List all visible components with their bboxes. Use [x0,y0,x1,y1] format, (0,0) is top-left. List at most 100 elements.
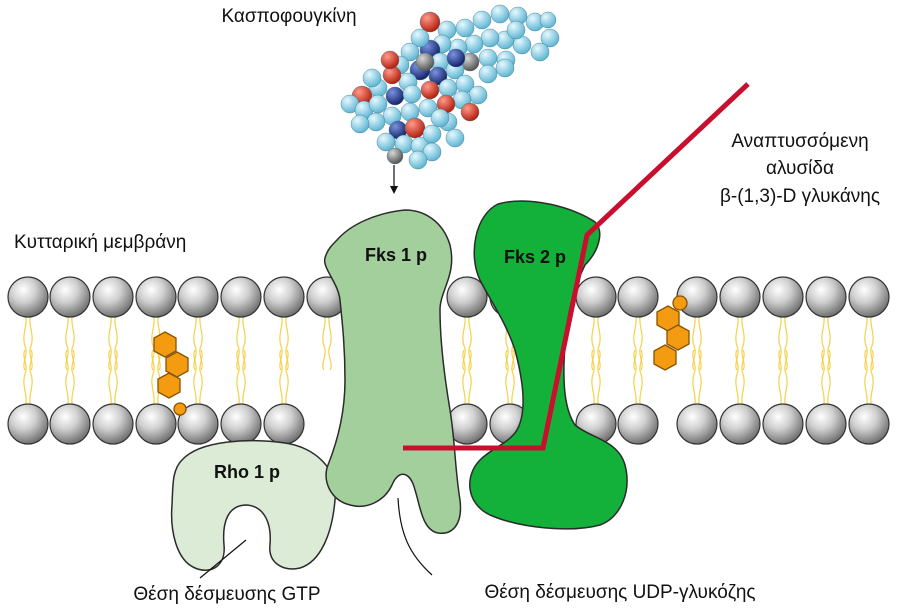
lipid-head-icon [848,276,890,318]
carbon-atom-icon [495,58,515,78]
carbon-atom-icon [350,114,370,134]
carbon-atom-icon [478,48,498,68]
lipid-tail [193,349,197,409]
chain-label-line-2: αλυσίδα [766,158,834,179]
lipid-tail [597,311,601,371]
carbon-atom-icon [540,28,560,48]
lipid-head-icon [575,276,617,318]
lower-lipid-heads [7,403,890,445]
lipid-tail [65,311,69,371]
lipid-tail [462,349,466,409]
sterol-left-icon [153,331,189,416]
carbon-atom-icon [478,64,498,84]
lipid-head-icon [762,403,804,445]
lipid-head-icon [220,403,262,445]
lipid-tail [23,311,27,371]
carbon-atom-icon [539,11,557,29]
carbon-atom-icon [480,28,500,48]
lipid-tail [108,349,112,409]
lipid-head-icon [135,276,177,318]
lipid-head-icon [49,403,91,445]
lipid-tail [870,349,874,409]
lipid-tail [591,349,595,409]
lipid-tail [633,349,637,409]
lipid-tail [633,311,637,371]
lipid-tail [827,311,831,371]
lipid-tail [114,311,118,371]
carbon-atom-icon [430,108,450,128]
oxygen-atom-icon [419,11,441,33]
udp-site-label: Θέση δέσμευσης UDP-γλυκόζης [484,582,755,603]
carbon-atom-icon [418,98,438,118]
oxygen-atom-icon [380,50,400,70]
lipid-tail [285,311,289,371]
lipid-tail [468,349,472,409]
carbon-atom-icon [455,18,475,38]
lipid-tail [864,349,868,409]
lipid-head-icon [177,403,219,445]
carbon-atom-icon [472,10,492,30]
carbon-atom-icon [400,42,420,62]
lipid-head-icon [805,403,847,445]
carbon-atom-icon [438,78,458,98]
carbon-atom-icon [408,150,428,170]
lipid-tail [71,311,75,371]
lipid-head-icon [220,276,262,318]
lipid-tail [279,311,283,371]
lipid-tail [827,349,831,409]
lipid-head-icon [446,276,488,318]
udp-site-leader-line [397,497,433,576]
lipid-tail [639,349,643,409]
nitrogen-atom-icon [428,66,448,86]
lipid-tails [23,311,874,409]
lipid-tail [71,349,75,409]
glucan-chain-line [403,82,750,451]
lipid-tail [778,349,782,409]
upper-lipid-heads [7,276,890,318]
lipid-tail [821,349,825,409]
fks1-protein [323,209,462,534]
caspofungin-label: Κασποφουγκίνη [221,6,356,27]
lipid-head-icon [719,403,761,445]
lipid-tail [328,311,332,371]
rho1-protein [170,439,337,571]
lipid-tail [23,349,27,409]
lipid-tail [698,311,702,371]
lipid-head-icon [617,403,659,445]
lipid-tail [468,311,472,371]
grey-atom-icon [386,147,404,165]
lipid-tail [193,311,197,371]
lipid-head-icon [92,403,134,445]
lipid-tail [511,349,515,409]
lipid-tail [242,349,246,409]
lipid-head-icon [263,276,305,318]
gtp-site-leader-line [199,539,247,579]
lipid-tail [236,311,240,371]
carbon-atom-icon [445,128,465,148]
lipid-tail [692,311,696,371]
oxygen-atom-icon [404,117,426,139]
carbon-atom-icon [422,124,442,144]
lipid-head-icon [92,276,134,318]
lipid-head-icon [7,403,49,445]
lipid-tail [784,311,788,371]
lipid-tail [157,349,161,409]
lipid-tail [236,349,240,409]
carbon-atom-icon [490,4,510,24]
carbon-atom-icon [368,94,388,114]
carbon-atom-icon [410,28,430,48]
chain-label-line-3: β-(1,3)-D γλυκάνης [720,186,880,207]
caspofungin-arrow [390,165,398,194]
lipid-tail [462,311,466,371]
carbon-atom-icon [362,68,382,88]
oxygen-atom-icon [460,102,480,122]
carbon-atom-icon [464,34,484,54]
carbon-atom-icon [422,142,442,162]
lipid-tail [65,349,69,409]
nitrogen-atom-icon [385,86,405,106]
fks1-label: Fks 1 p [365,245,427,265]
lipid-tail [692,349,696,409]
fks2-label: Fks 2 p [504,247,566,267]
lipid-head-icon [49,276,91,318]
